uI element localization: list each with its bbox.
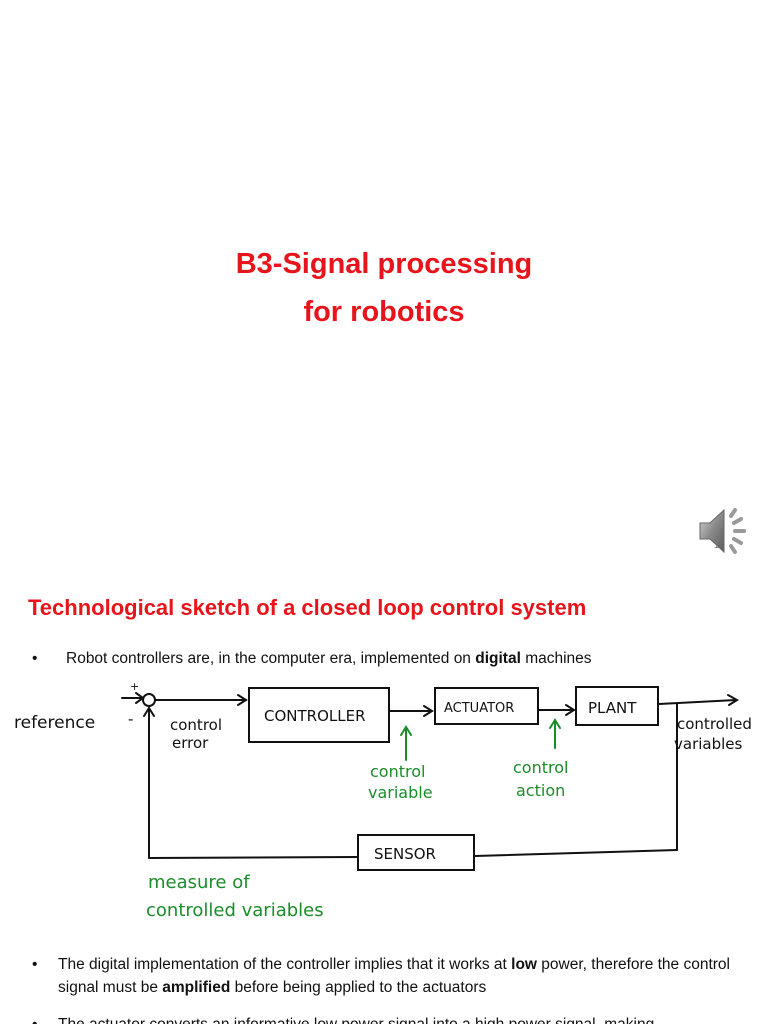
slide-number: 1 — [714, 540, 720, 550]
controlled-variables-label-1: controlled — [677, 715, 752, 733]
bullet-text: The actuator converts an informative low… — [58, 1013, 748, 1024]
bullet-text: The digital implementation of the contro… — [58, 953, 748, 999]
control-action-label-1: control — [513, 758, 568, 777]
bold-text: low — [511, 956, 537, 973]
control-loop-diagram: reference + - control error CONTROLLER A… — [14, 680, 752, 921]
text-part: power, therefore the control signal must… — [58, 956, 731, 996]
control-error-label-1: control — [170, 716, 222, 734]
control-variable-label-1: control — [370, 762, 425, 781]
sensor-label: SENSOR — [374, 845, 436, 863]
slide-title: B3-Signal processing for robotics — [0, 240, 768, 336]
title-line-1: B3-Signal processing — [235, 248, 533, 280]
plant-label: PLANT — [588, 699, 637, 717]
controller-label: CONTROLLER — [264, 707, 366, 725]
slide-title: Technological sketch of a closed loop co… — [28, 595, 587, 620]
minus-sign: - — [128, 710, 133, 728]
measure-label-1: measure of — [148, 872, 250, 893]
control-variable-label-2: variable — [368, 783, 433, 802]
text-part: before being applied to the actuators — [230, 979, 487, 996]
text-part: Robot controllers are, in the computer e… — [66, 650, 476, 667]
bullet-dot: • — [32, 956, 38, 973]
reference-label: reference — [14, 713, 95, 733]
bold-text: amplified — [162, 979, 231, 996]
actuator-label: ACTUATOR — [444, 701, 514, 716]
speaker-audio-icon[interactable] — [696, 504, 752, 558]
plus-sign: + — [130, 680, 139, 693]
bold-text: digital — [475, 650, 521, 667]
text-part: The digital implementation of the contro… — [58, 956, 512, 973]
controlled-variables-label-2: variables — [674, 735, 743, 753]
bullet-text: Robot controllers are, in the computer e… — [66, 647, 756, 670]
text-part: machines — [520, 650, 592, 667]
bullet-dot: • — [32, 650, 38, 667]
bullet-dot: • — [32, 1013, 37, 1024]
content-slide: Technological sketch of a closed loop co… — [0, 570, 768, 1024]
control-error-label-2: error — [172, 734, 209, 752]
title-line-2: for robotics — [303, 296, 465, 328]
measure-label-2: controlled variables — [146, 900, 324, 921]
control-action-label-2: action — [516, 781, 565, 800]
title-slide: B3-Signal processing for robotics 1 — [0, 240, 768, 558]
